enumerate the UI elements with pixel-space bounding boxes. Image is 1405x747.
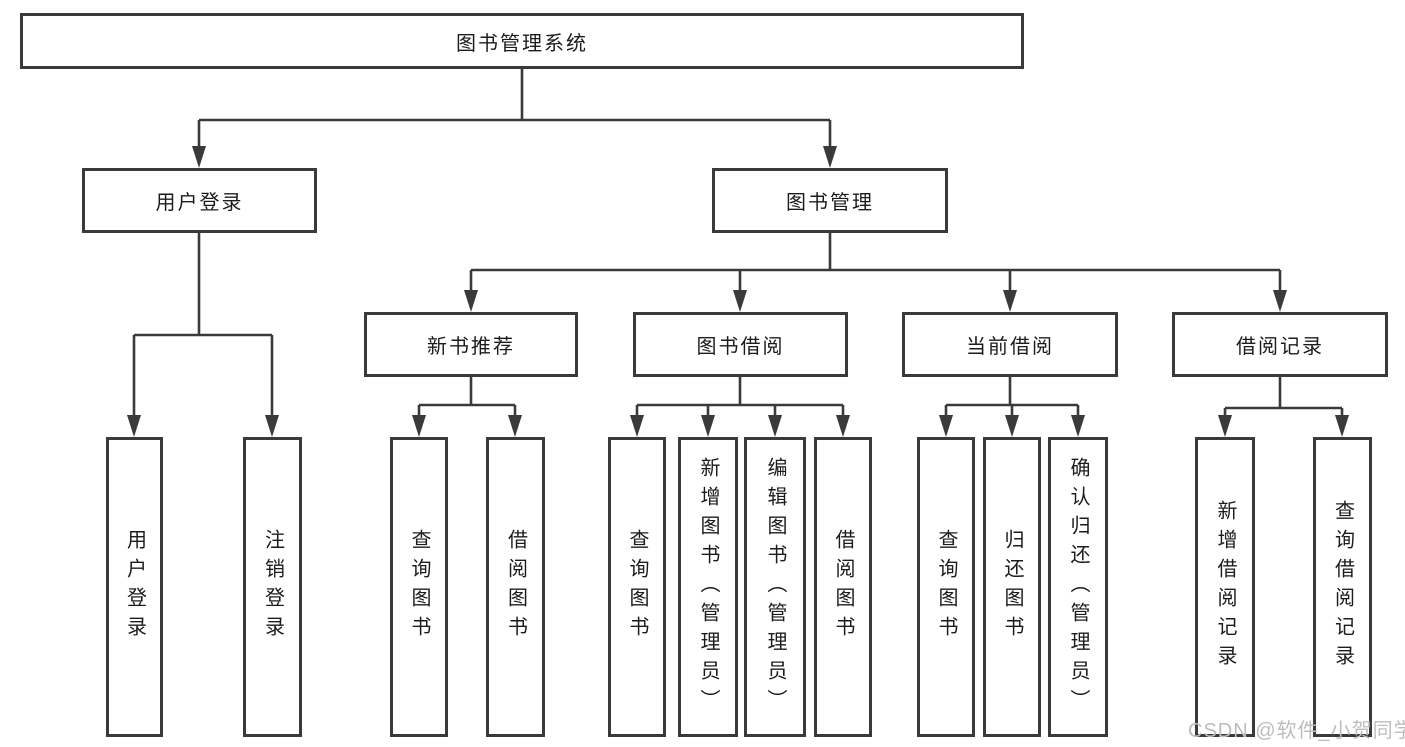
connector-new-book-split [412, 377, 522, 437]
node-leaf-confirm-return-admin: 确认归还（管理员） [1048, 437, 1108, 737]
node-leaf-edit-book-admin: 编辑图书（管理员） [744, 437, 806, 737]
connector-root-split [192, 69, 837, 168]
node-leaf-borrow-books: 借阅图书 [486, 437, 545, 737]
node-root-system: 图书管理系统 [20, 13, 1024, 69]
node-leaf-query-borrow-record: 查询借阅记录 [1313, 437, 1372, 737]
node-leaf-add-book-admin: 新增图书（管理员） [678, 437, 738, 737]
node-leaf-query-books: 查询图书 [390, 437, 448, 737]
node-leaf-borrow-books: 借阅图书 [814, 437, 872, 737]
node-new-book-recommend: 新书推荐 [364, 312, 578, 377]
node-leaf-return-books: 归还图书 [983, 437, 1041, 737]
node-leaf-add-borrow-record: 新增借阅记录 [1195, 437, 1255, 737]
connector-book-management-split [464, 233, 1287, 312]
connector-borrow-records-split [1218, 377, 1349, 437]
node-leaf-logout: 注销登录 [243, 437, 302, 737]
node-book-borrowing: 图书借阅 [633, 312, 848, 377]
node-book-management: 图书管理 [712, 168, 948, 233]
connector-user-login-split [127, 233, 279, 437]
node-leaf-query-books: 查询图书 [608, 437, 666, 737]
csdn-watermark: CSDN @软件_小贺同学 [1188, 720, 1405, 742]
connector-book-borrowing-split [630, 377, 850, 437]
connector-current-borrowing-split [939, 377, 1085, 437]
node-leaf-user-login: 用户登录 [106, 437, 163, 737]
node-borrow-records: 借阅记录 [1172, 312, 1388, 377]
node-user-login: 用户登录 [82, 168, 317, 233]
node-leaf-query-books: 查询图书 [917, 437, 975, 737]
node-current-borrowing: 当前借阅 [902, 312, 1118, 377]
